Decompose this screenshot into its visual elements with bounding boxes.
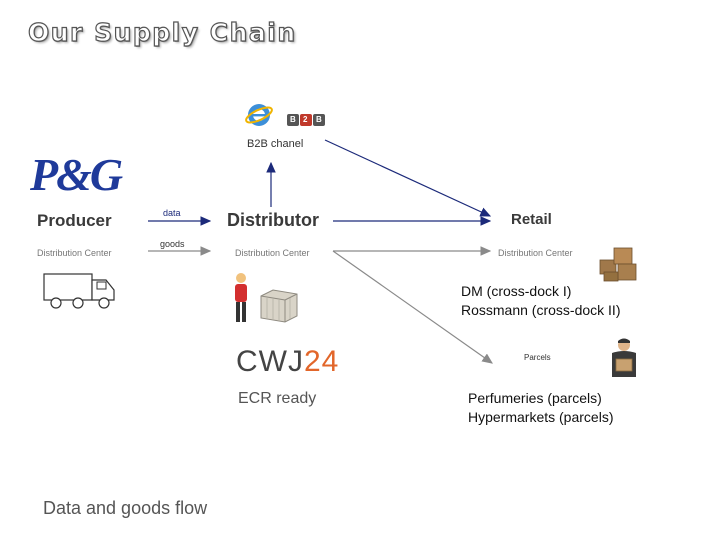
boxes-icon bbox=[598, 244, 640, 287]
pg-logo: P&G bbox=[30, 149, 123, 200]
retail-list-item: Rossmann (cross-dock II) bbox=[461, 302, 621, 318]
distributor-sub: Distribution Center bbox=[235, 248, 310, 258]
retail-sub: Distribution Center bbox=[498, 248, 573, 258]
distributor-label: Distributor bbox=[227, 210, 319, 230]
browser-icon bbox=[244, 100, 274, 135]
pallet-icon bbox=[259, 288, 299, 329]
b2b-logo: B 2 B bbox=[287, 112, 325, 133]
goods-arrow-distributor-parcels bbox=[332, 250, 493, 364]
cwj24-logo: CWJ24 bbox=[236, 345, 340, 378]
parcels-label: Parcels bbox=[524, 353, 551, 362]
footer-caption: Data and goods flow bbox=[43, 498, 208, 518]
producer-sub: Distribution Center bbox=[37, 248, 112, 258]
parcel-list-item: Hypermarkets (parcels) bbox=[468, 409, 614, 425]
courier-icon bbox=[607, 337, 641, 382]
retail-list-item: DM (cross-dock I) bbox=[461, 283, 572, 299]
retail-list: DM (cross-dock I) Rossmann (cross-dock I… bbox=[461, 282, 620, 320]
producer-label: Producer bbox=[37, 211, 112, 230]
parcel-list: Perfumeries (parcels) Hypermarkets (parc… bbox=[468, 389, 613, 427]
ecr-ready-label: ECR ready bbox=[238, 390, 317, 407]
parcel-list-item: Perfumeries (parcels) bbox=[468, 390, 602, 406]
slide-title: Our Supply Chain bbox=[27, 17, 297, 47]
truck-icon bbox=[40, 270, 120, 317]
b2b-channel-label: B2B chanel bbox=[247, 138, 304, 150]
data-flow-label: data bbox=[163, 208, 181, 218]
retail-label: Retail bbox=[511, 211, 552, 228]
goods-flow-label: goods bbox=[160, 239, 185, 249]
arrow-b2b-retail bbox=[324, 139, 492, 217]
worker-icon bbox=[232, 272, 250, 329]
